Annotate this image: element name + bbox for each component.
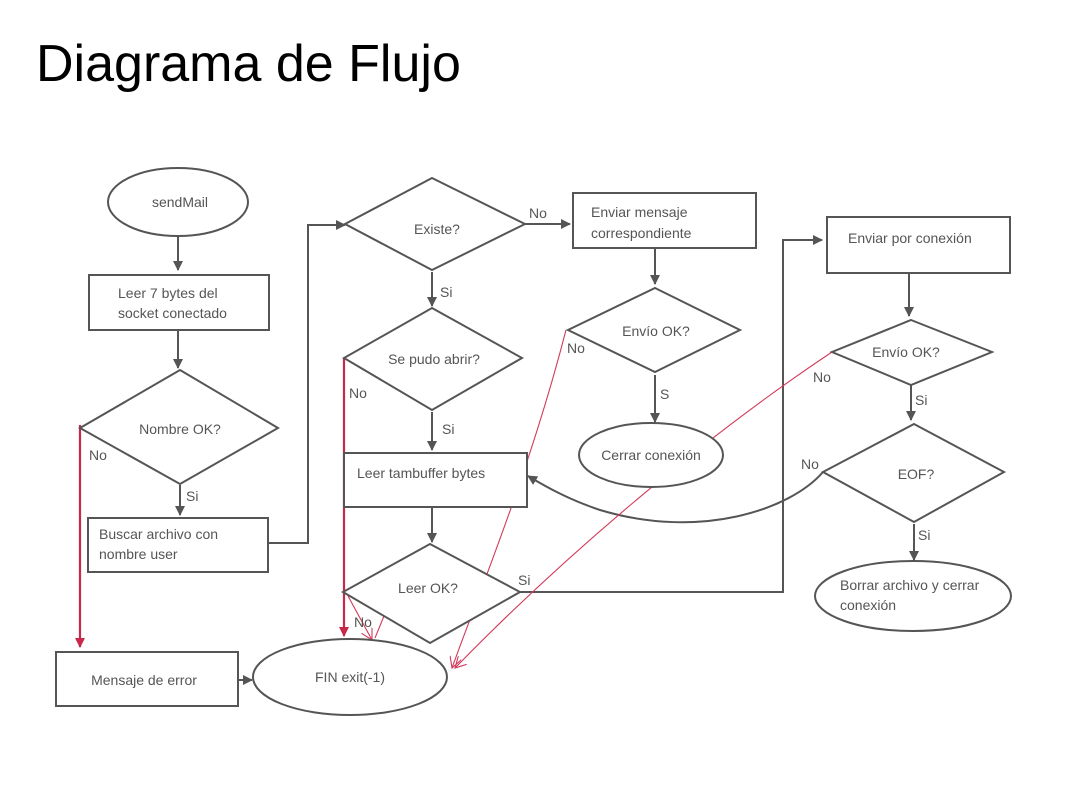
error-edges	[75, 329, 833, 668]
label-abrir-si: Si	[442, 421, 454, 437]
node-leer-7-line1: Leer 7 bytes del	[118, 285, 218, 301]
label-existe-si: Si	[440, 284, 452, 300]
edge-leerok-fin	[347, 595, 372, 640]
node-leer-7-bytes: Leer 7 bytes del socket conectado	[88, 274, 270, 331]
label-nombre-si: Si	[186, 488, 198, 504]
node-nombre-ok-label: Nombre OK?	[139, 421, 221, 437]
label-envio1-si: S	[660, 386, 669, 402]
node-leer-tambuffer-label: Leer tambuffer bytes	[357, 465, 485, 481]
node-fin: FIN exit(-1)	[252, 638, 448, 716]
node-existe: Existe?	[342, 176, 528, 272]
edge-envio1-fin	[452, 329, 567, 668]
edges	[173, 219, 919, 685]
node-buscar-line1: Buscar archivo con	[99, 526, 218, 542]
node-envio-ok-2: Envío OK?	[829, 318, 995, 387]
node-sendmail-label: sendMail	[152, 194, 208, 210]
node-envio-ok-2-label: Envío OK?	[872, 344, 940, 360]
node-buscar-line2: nombre user	[99, 546, 178, 562]
label-leer-no: No	[354, 614, 372, 630]
label-nombre-no: No	[89, 447, 107, 463]
label-envio1-no: No	[567, 340, 585, 356]
node-leer-7-line2: socket conectado	[118, 305, 227, 321]
node-enviar-conexion-label: Enviar por conexión	[848, 230, 972, 246]
node-enviar-msg-line2: correspondiente	[591, 225, 692, 241]
node-envio-ok-1: Envío OK?	[565, 286, 743, 374]
node-enviar-conexion: Enviar por conexión	[826, 216, 1011, 274]
node-se-pudo-abrir-label: Se pudo abrir?	[388, 351, 480, 367]
node-leer-ok: Leer OK?	[340, 542, 523, 645]
node-enviar-msg-line1: Enviar mensaje	[591, 204, 688, 220]
node-borrar-line2: conexión	[840, 597, 896, 613]
edge-envio2-fin	[455, 351, 833, 668]
node-borrar-line1: Borrar archivo y cerrar	[840, 577, 980, 593]
edge-eof-leertam	[527, 471, 824, 524]
node-fin-label: FIN exit(-1)	[315, 669, 385, 685]
node-enviar-mensaje: Enviar mensaje correspondiente	[572, 192, 757, 249]
node-eof-label: EOF?	[898, 466, 935, 482]
node-nombre-ok: Nombre OK?	[77, 368, 280, 486]
node-mensaje-error-label: Mensaje de error	[91, 672, 197, 688]
edge-leerok-enviarconexion	[520, 235, 823, 593]
label-envio2-no: No	[813, 369, 831, 385]
label-eof-no: No	[801, 456, 819, 472]
slide-title: Diagrama de Flujo	[36, 35, 461, 93]
node-eof: EOF?	[820, 422, 1007, 524]
label-eof-si: Si	[918, 527, 930, 543]
node-buscar-archivo: Buscar archivo con nombre user	[87, 517, 269, 573]
label-envio2-si: Si	[915, 392, 927, 408]
node-mensaje-error: Mensaje de error	[55, 651, 239, 707]
node-leer-tambuffer: Leer tambuffer bytes	[343, 452, 528, 508]
edge-leerok-fin-tick	[374, 615, 385, 639]
edge-labels: No Si No Si No Si No S Si No No Si No Si	[89, 205, 930, 630]
node-existe-label: Existe?	[414, 221, 460, 237]
node-cerrar-conexion: Cerrar conexión	[578, 422, 724, 488]
label-abrir-no: No	[349, 385, 367, 401]
label-existe-no: No	[529, 205, 547, 221]
node-cerrar-conexion-label: Cerrar conexión	[601, 447, 701, 463]
node-se-pudo-abrir: Se pudo abrir?	[342, 306, 525, 412]
node-leer-ok-label: Leer OK?	[398, 580, 458, 596]
node-envio-ok-1-label: Envío OK?	[622, 323, 690, 339]
label-leer-si: Si	[518, 572, 530, 588]
node-sendmail: sendMail	[107, 167, 249, 237]
edge-buscar-existe	[268, 220, 346, 544]
node-borrar-archivo: Borrar archivo y cerrar conexión	[814, 560, 1012, 632]
